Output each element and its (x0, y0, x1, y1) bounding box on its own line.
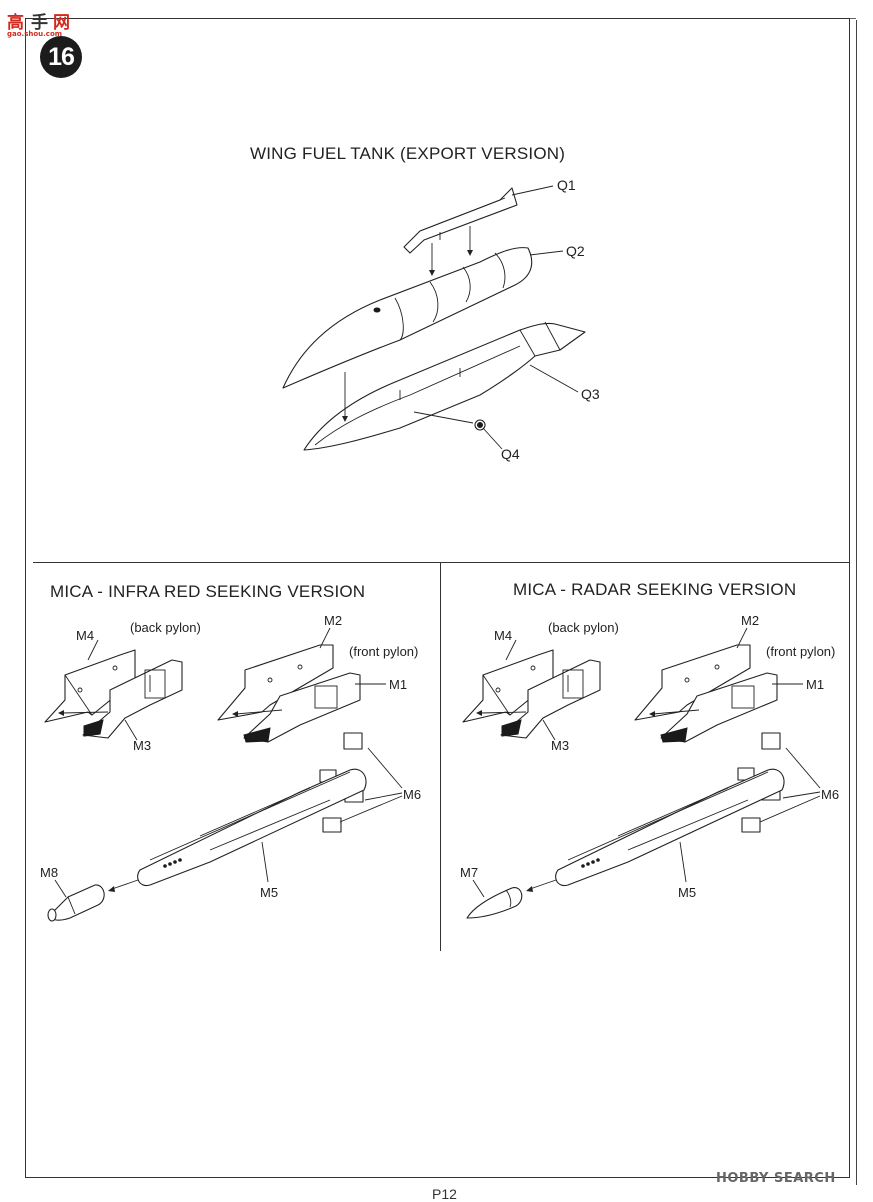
label-m2-ir: M2 (324, 613, 343, 628)
watermark-char-1: 高 (7, 13, 24, 33)
watermark-char-2: 手 (31, 13, 48, 33)
part-m8-ir-seeker (47, 884, 105, 922)
mica-radar-title: MICA - RADAR SEEKING VERSION (513, 580, 797, 599)
label-front-pylon-ir: (front pylon) (349, 644, 419, 659)
page-number: P12 (432, 1186, 457, 1202)
part-m1-front-rail (243, 672, 361, 743)
fuel-tank-arrows (342, 226, 474, 424)
mica-ir-leaders (54, 627, 403, 898)
watermark-logo: 高 手 网 gao.shou.com (5, 8, 75, 40)
watermark-url: gao.shou.com (7, 30, 63, 38)
label-m8-ir: M8 (40, 865, 59, 880)
mica-radar-drawing (462, 627, 821, 919)
label-m6-ir: M6 (403, 787, 422, 802)
label-m2-radar: M2 (741, 613, 760, 628)
fuel-tank-drawing (282, 185, 586, 451)
label-m5-radar: M5 (678, 885, 697, 900)
mica-radar-leaders (472, 627, 821, 898)
label-q1: Q1 (557, 177, 576, 193)
part-m3-back-rail-radar (500, 659, 601, 739)
page-frame (25, 18, 850, 1178)
label-m4-radar: M4 (494, 628, 513, 643)
part-q3-lower-shell (303, 321, 586, 451)
part-m2-front-pylon-radar (634, 644, 751, 721)
label-back-pylon-ir: (back pylon) (130, 620, 201, 635)
watermark-char-3: 网 (53, 13, 70, 33)
label-m4-ir: M4 (76, 628, 95, 643)
step-number-badge: 16 (40, 36, 82, 78)
section-divider-vertical (440, 563, 441, 951)
label-m7-radar: M7 (460, 865, 479, 880)
part-m3-back-rail (82, 659, 183, 739)
part-m4-back-pylon-radar (462, 649, 554, 723)
label-m1-ir: M1 (389, 677, 408, 692)
part-m1-front-rail-radar (660, 672, 778, 743)
page-edge (856, 20, 857, 1185)
label-q2: Q2 (566, 243, 585, 259)
label-m3-radar: M3 (551, 738, 570, 753)
part-q4-ring (474, 419, 486, 431)
part-q1-fin (403, 187, 518, 254)
part-m4-back-pylon (44, 649, 136, 723)
section-divider-horizontal (33, 562, 850, 563)
part-m7-radar-nose (466, 887, 523, 919)
fuel-tank-leaders (482, 185, 579, 450)
part-m2-front-pylon (217, 644, 334, 721)
mica-radar-arrows (476, 709, 700, 892)
page-edge-top (850, 18, 856, 19)
part-m5-missile-body (137, 768, 367, 887)
label-m5-ir: M5 (260, 885, 279, 900)
mica-ir-arrows (58, 709, 283, 892)
label-m6-radar: M6 (821, 787, 840, 802)
label-back-pylon-radar: (back pylon) (548, 620, 619, 635)
mica-ir-drawing (44, 627, 403, 922)
hobby-search-watermark: HOBBY SEARCH (716, 1171, 836, 1186)
mica-ir-title: MICA - INFRA RED SEEKING VERSION (50, 582, 366, 601)
label-q3: Q3 (581, 386, 600, 402)
label-m1-radar: M1 (806, 677, 825, 692)
fuel-tank-title: WING FUEL TANK (EXPORT VERSION) (250, 144, 566, 163)
part-q2-upper-shell (282, 247, 533, 389)
label-front-pylon-radar: (front pylon) (766, 644, 836, 659)
part-m5-missile-body-radar (555, 768, 785, 887)
label-m3-ir: M3 (133, 738, 152, 753)
label-q4: Q4 (501, 446, 520, 462)
